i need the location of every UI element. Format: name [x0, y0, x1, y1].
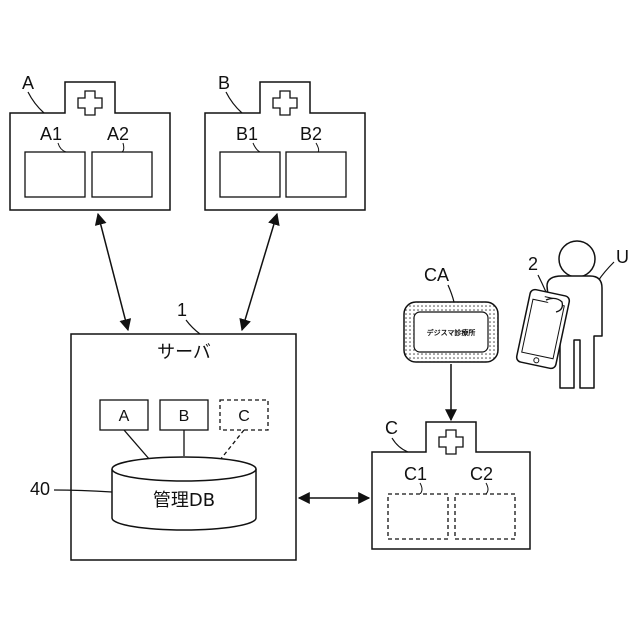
facility-a: A A1 A2 — [10, 73, 170, 210]
facility-c-label: C — [385, 418, 398, 438]
server-ref: 1 — [177, 300, 187, 320]
signage: CA デジスマ診療所 — [404, 265, 498, 420]
facility-a-label: A — [22, 73, 34, 93]
facility-c2-box — [455, 494, 515, 539]
facility-b-label: B — [218, 73, 230, 93]
user-ref: U — [616, 247, 629, 267]
signage-text: デジスマ診療所 — [427, 328, 476, 337]
database-title: 管理DB — [153, 490, 215, 511]
facility-c: C C1 C2 — [372, 418, 530, 549]
facility-b: B B1 B2 — [205, 73, 365, 210]
facility-c1-label: C1 — [404, 464, 427, 484]
facility-c2-label: C2 — [470, 464, 493, 484]
facility-a-leader — [28, 92, 44, 113]
facility-a2-box — [92, 152, 152, 197]
db-entry-c-label: C — [238, 408, 250, 425]
facility-b2-label: B2 — [300, 124, 322, 144]
arrow-a-server — [98, 214, 128, 330]
facility-b1-label: B1 — [236, 124, 258, 144]
server: 1 サーバ A B C 管理DB 40 — [30, 300, 296, 560]
server-title: サーバ — [157, 342, 211, 363]
database-ref: 40 — [30, 479, 50, 499]
facility-b2-box — [286, 152, 346, 197]
facility-c1-box — [388, 494, 448, 539]
facility-a1-box — [25, 152, 85, 197]
signage-ref: CA — [424, 265, 449, 285]
user: U 2 — [516, 241, 629, 388]
db-entry-a-label: A — [119, 408, 130, 425]
facility-a2-label: A2 — [107, 124, 129, 144]
facility-c-leader — [392, 438, 408, 452]
db-entry-b-label: B — [179, 408, 190, 425]
smartphone-ref: 2 — [528, 254, 538, 274]
facility-b-leader — [226, 92, 242, 113]
arrow-b-server — [242, 214, 277, 330]
facility-b1-box — [220, 152, 280, 197]
facility-a1-label: A1 — [40, 124, 62, 144]
